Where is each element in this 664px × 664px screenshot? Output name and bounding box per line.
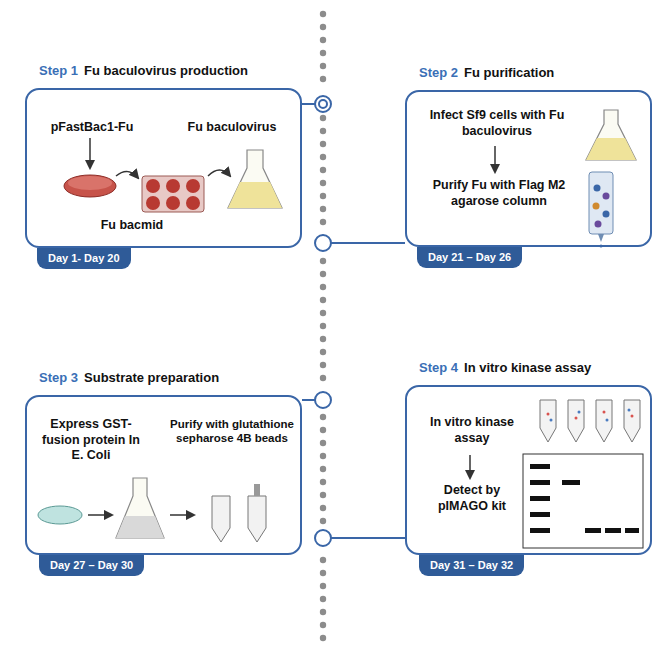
timeline-dot	[320, 180, 326, 186]
step-title: Fu baculovirus production	[84, 63, 248, 78]
timeline-dot	[320, 76, 326, 82]
timeline-dot	[320, 24, 326, 30]
step-number: Step 1	[39, 63, 78, 78]
timeline-dot	[320, 297, 326, 303]
timeline-dot	[320, 492, 326, 498]
day-label: Day 31 – Day 32	[430, 559, 513, 571]
day-label: Day 27 – Day 30	[50, 559, 133, 571]
step-title: Substrate preparation	[84, 370, 219, 385]
day-tab: Day 1- Day 20	[37, 248, 131, 269]
day-tab: Day 21 – Day 26	[417, 247, 522, 268]
timeline-dot	[320, 37, 326, 43]
step-number: Step 4	[419, 360, 458, 375]
timeline-dot	[320, 414, 326, 420]
process-panel: Step 2Fu purificationInfect Sf9 cells wi…	[405, 90, 652, 247]
step-title: In vitro kinase assay	[464, 360, 591, 375]
step-number: Step 2	[419, 65, 458, 80]
timeline-dot	[320, 193, 326, 199]
timeline-dot	[320, 583, 326, 589]
timeline-dot	[320, 427, 326, 433]
step-number: Step 3	[39, 370, 78, 385]
timeline-dot	[320, 622, 326, 628]
day-tab: Day 27 – Day 30	[39, 555, 144, 576]
day-label: Day 21 – Day 26	[428, 251, 511, 263]
panel-text: Purify Fu with Flag M2 agarose column	[417, 178, 581, 209]
process-panel: Step 3Substrate preparationExpress GST-f…	[25, 395, 302, 555]
timeline-dot	[320, 362, 326, 368]
timeline-dot	[320, 115, 326, 121]
timeline-dot	[320, 570, 326, 576]
timeline-dot	[320, 310, 326, 316]
timeline-node	[315, 96, 331, 546]
process-panel: Step 1Fu baculovirus productionpFastBac1…	[25, 88, 302, 248]
panel-heading: Step 3 Substrate preparation	[39, 370, 219, 385]
timeline-dot	[320, 258, 326, 264]
timeline-dot	[320, 141, 326, 147]
timeline-dot	[320, 50, 326, 56]
step1-art	[64, 138, 282, 212]
timeline-dot	[320, 11, 326, 17]
timeline-dot	[320, 635, 326, 641]
step-title: Fu purification	[464, 65, 554, 80]
timeline-dot	[320, 466, 326, 472]
day-tab: Day 31 – Day 32	[419, 555, 524, 576]
panel-text: In vitro kinase assay	[422, 415, 522, 446]
timeline-dot	[320, 596, 326, 602]
panel-heading: Step 2 Fu purification	[419, 65, 554, 80]
timeline-dot	[320, 479, 326, 485]
timeline-dot	[320, 284, 326, 290]
step3-art	[38, 478, 266, 542]
timeline-dot	[320, 440, 326, 446]
timeline-dot	[320, 349, 326, 355]
panel-text: Purify with glutathione sepharose 4B bea…	[165, 417, 299, 446]
timeline-dot	[320, 609, 326, 615]
panel-text: pFastBac1-Fu	[42, 120, 142, 136]
timeline-dot	[320, 271, 326, 277]
timeline-dot	[320, 505, 326, 511]
timeline-link	[302, 104, 405, 538]
timeline-dot	[320, 63, 326, 69]
day-label: Day 1- Day 20	[48, 252, 120, 264]
panel-text: Fu baculovirus	[167, 120, 297, 136]
timeline-dot	[320, 128, 326, 134]
timeline-dot	[320, 518, 326, 524]
panel-text: Express GST-fusion protein In E. Coli	[35, 417, 147, 464]
process-panel: Step 4In vitro kinase assayIn vitro kina…	[405, 385, 652, 555]
timeline-dot	[320, 154, 326, 160]
panel-text: Fu bacmid	[77, 218, 187, 234]
timeline-dot	[320, 336, 326, 342]
timeline-dot	[320, 557, 326, 563]
timeline-dot	[320, 206, 326, 212]
panel-heading: Step 4 In vitro kinase assay	[419, 360, 591, 375]
panel-text: Detect by pIMAGO kit	[422, 483, 522, 514]
timeline-dot	[320, 375, 326, 381]
timeline-dot	[320, 453, 326, 459]
timeline-dot	[320, 167, 326, 173]
timeline-dot	[320, 323, 326, 329]
timeline-dot	[320, 219, 326, 225]
panel-text: Infect Sf9 cells with Fu baculovirus	[419, 108, 575, 139]
panel-heading: Step 1 Fu baculovirus production	[39, 63, 248, 78]
